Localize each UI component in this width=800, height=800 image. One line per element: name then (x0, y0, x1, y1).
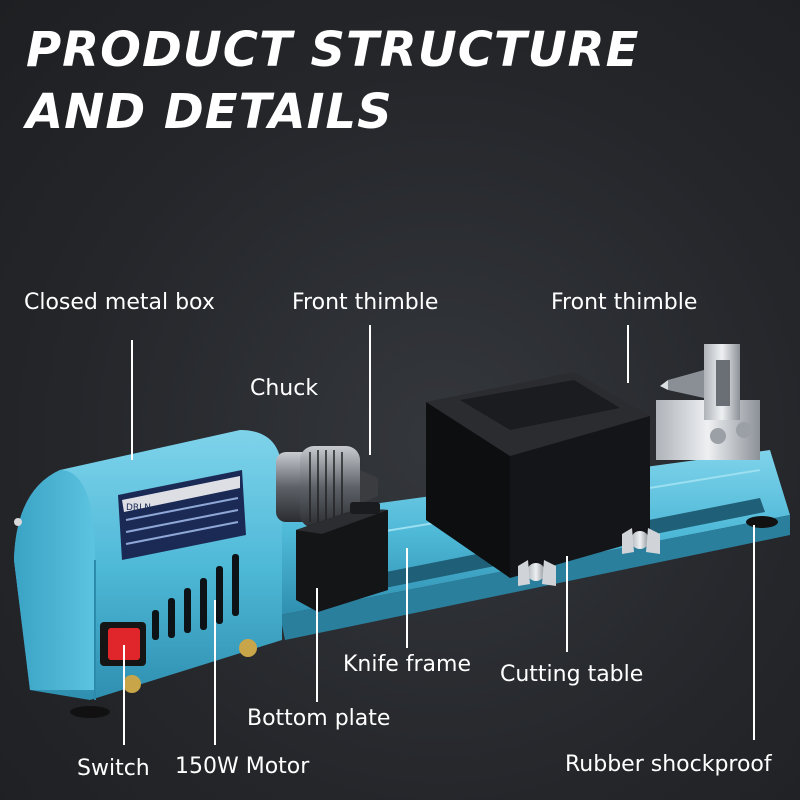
rubber-foot (70, 706, 110, 718)
wing-screw (518, 560, 556, 586)
drill-chuck (276, 446, 378, 528)
leader-line-motor (214, 600, 216, 745)
label-chuck: Chuck (250, 376, 319, 401)
nameplate-brand: DRLN (126, 503, 151, 513)
leader-line-closed-metal-box (131, 340, 133, 460)
leader-line-cutting-table (566, 556, 568, 652)
rubber-foot (746, 516, 778, 528)
headline-line-2: AND DETAILS (26, 84, 393, 140)
headline-line-1: PRODUCT STRUCTURE (26, 22, 640, 78)
power-switch[interactable] (100, 622, 146, 666)
terminal-screw (239, 639, 257, 657)
knife-frame (296, 502, 388, 612)
motor-vents (152, 554, 239, 640)
label-motor: 150W Motor (175, 754, 310, 779)
label-switch: Switch (77, 756, 150, 781)
label-rubber-shockproof: Rubber shockproof (565, 752, 772, 777)
label-front-thimble-left: Front thimble (292, 290, 439, 315)
leader-line-bottom-plate (316, 588, 318, 702)
leader-line-front-thimble-right (627, 325, 629, 383)
motor-housing: DRLN (14, 430, 282, 700)
tailstock (656, 344, 760, 460)
leader-line-rubber-shockproof (753, 525, 755, 740)
terminal-screw (123, 675, 141, 693)
label-front-thimble-right: Front thimble (551, 290, 698, 315)
cutting-table (426, 372, 650, 578)
wing-screw (622, 528, 660, 554)
leader-line-switch (123, 645, 125, 745)
label-cutting-table: Cutting table (500, 662, 644, 687)
leader-line-knife-frame (406, 548, 408, 648)
nameplate: DRLN (118, 470, 246, 560)
label-closed-metal-box: Closed metal box (24, 290, 215, 315)
label-bottom-plate: Bottom plate (247, 706, 391, 731)
leader-line-front-thimble-left (369, 325, 371, 455)
label-knife-frame: Knife frame (343, 652, 471, 677)
